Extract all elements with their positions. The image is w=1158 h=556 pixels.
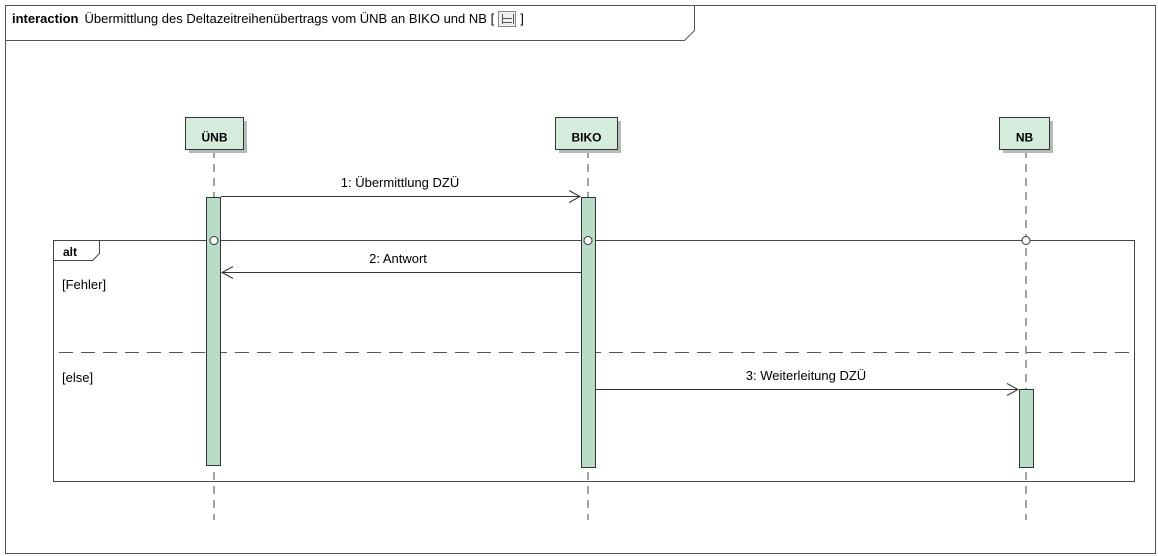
activation-uenb (206, 197, 221, 466)
frame-header: interaction Übermittlung des Deltazeitrei… (12, 10, 524, 28)
message-3-label: 3: Weiterleitung DZÜ (746, 368, 866, 383)
lifeline-biko-label: BIKO (572, 131, 602, 145)
interaction-frame (5, 5, 1156, 554)
frame-title: Übermittlung des Deltazeitreihenübertrag… (84, 11, 487, 26)
lifeline-biko[interactable]: BIKO (555, 117, 622, 154)
lifeline-uenb-label: ÜNB (202, 130, 228, 145)
frame-header-tab (5, 5, 695, 41)
lifeline-nb[interactable]: NB (999, 117, 1054, 154)
alt-guard-else: [else] (62, 370, 93, 385)
lifeline-nb-label: NB (1016, 131, 1034, 145)
alt-operator-tab (53, 240, 100, 261)
fragment-cover-uenb (209, 236, 219, 245)
frame-bracket-open: [ (490, 11, 495, 26)
activation-nb (1019, 389, 1034, 468)
frame-bracket-close: ] (520, 11, 524, 26)
sequence-diagram-icon[interactable] (498, 10, 517, 27)
frame-keyword: interaction (12, 11, 79, 26)
message-3[interactable]: 3: Weiterleitung DZÜ (596, 368, 1020, 396)
activation-biko (581, 197, 596, 468)
alt-operator-label: alt (63, 245, 77, 259)
fragment-cover-biko (583, 236, 593, 245)
fragment-cover-nb (1021, 236, 1031, 245)
message-1[interactable]: 1: Übermittlung DZÜ (221, 175, 582, 203)
message-1-label: 1: Übermittlung DZÜ (341, 175, 459, 190)
message-2[interactable]: 2: Antwort (220, 251, 581, 279)
alt-guard-fehler: [Fehler] (62, 277, 106, 292)
message-2-label: 2: Antwort (369, 251, 427, 266)
lifeline-uenb[interactable]: ÜNB (185, 117, 248, 154)
